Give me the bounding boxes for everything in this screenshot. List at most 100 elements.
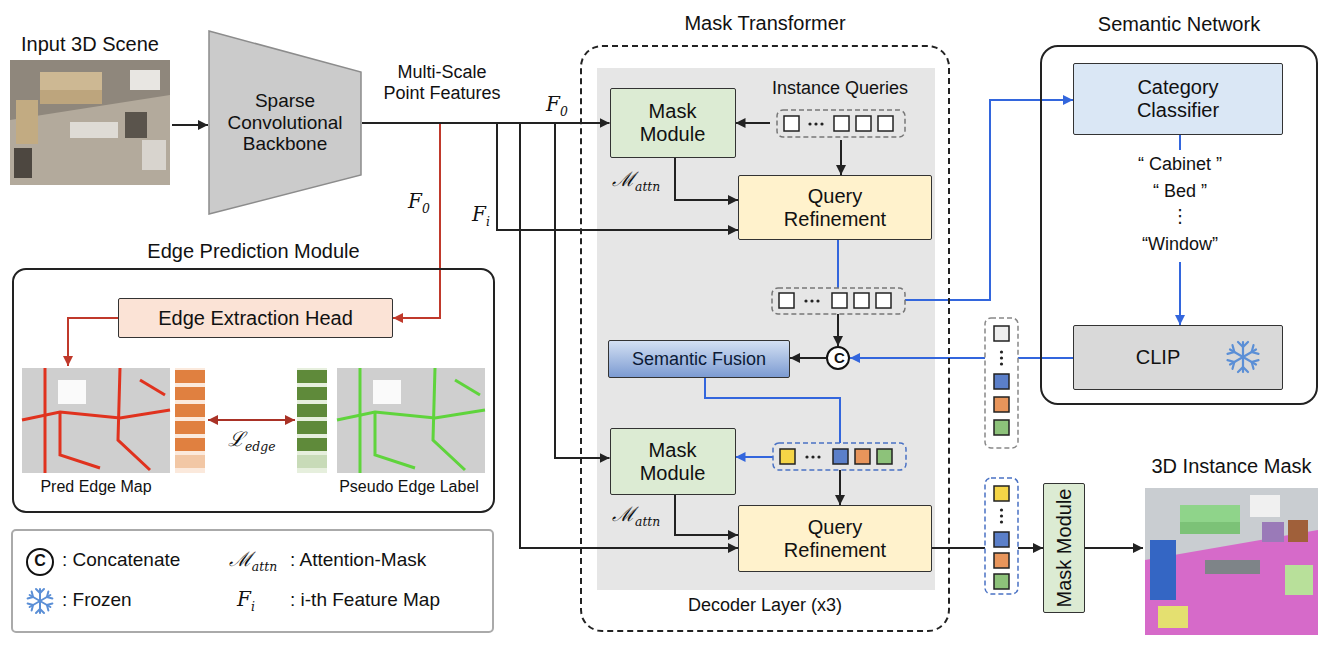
backbone-trapezoid: Sparse Convolutional Backbone	[208, 30, 362, 215]
text-holder: 3D Instance Mask	[1143, 455, 1320, 478]
decoder-panel	[597, 68, 935, 590]
instance-query-row	[814, 122, 817, 125]
fused-query-row	[780, 449, 795, 464]
connector-arrow	[1085, 547, 1143, 549]
text-embedding-column	[994, 374, 1009, 389]
math-subscript: i	[251, 599, 255, 614]
node-label: C	[834, 349, 842, 366]
pseudo-edge-stripes	[297, 404, 327, 417]
instance-query-row	[808, 122, 811, 125]
pseudo-edge-stripes	[297, 370, 327, 383]
node-heading: Input 3D Scene	[8, 33, 172, 56]
fused-query-row	[817, 455, 820, 458]
legend-text: : Concatenate	[62, 549, 180, 571]
edge-label: ℒedge	[228, 428, 276, 454]
connector-arrow	[675, 158, 738, 200]
text-embedding-column	[985, 318, 1018, 448]
snowflake-icon	[28, 592, 53, 611]
fused-query-row	[780, 449, 892, 464]
text-holder: Mask Transformer	[582, 12, 948, 35]
pseudo-edge-image	[337, 368, 485, 473]
text-holder: C	[834, 349, 842, 366]
text-holder: Pred Edge Map	[20, 478, 172, 496]
instance-mask-image	[1145, 488, 1318, 635]
refined-query-row	[876, 293, 891, 308]
process-box: Mask Module	[1043, 483, 1085, 613]
text-embedding-column	[985, 318, 1018, 448]
refined-query-row	[779, 293, 794, 308]
pseudo-edge-image	[455, 380, 480, 395]
text-label: C	[30, 552, 50, 570]
instance-query-row	[784, 116, 799, 131]
process-box: Mask Module	[610, 428, 736, 495]
math-subscript: 0	[560, 104, 568, 119]
text-label: Multi-Scale Point Features	[378, 62, 506, 103]
node-heading: 3D Instance Mask	[1143, 455, 1320, 478]
text-embedding-column	[1000, 350, 1003, 353]
node-label: Category Classifier	[1118, 76, 1238, 122]
pseudo-edge-stripes	[297, 438, 327, 451]
text-holder: Edge Extraction Head	[158, 307, 353, 330]
node-label: Query Refinement	[775, 516, 895, 562]
text-label: “ Bed ”	[1100, 181, 1260, 202]
pred-edge-stripes	[175, 438, 205, 451]
node-label: Query Refinement	[775, 185, 895, 231]
snowflake-icon	[36, 589, 44, 613]
process-box: Edge Extraction Head	[118, 298, 393, 338]
text-holder: Pseudo Edge Label	[333, 478, 485, 496]
snowflake-icon	[1238, 342, 1248, 372]
label-holder: “Window”	[1100, 234, 1260, 255]
connector-arrow	[68, 318, 118, 366]
refined-query-row	[832, 293, 847, 308]
fused-query-row	[877, 449, 892, 464]
output-query-column	[1000, 514, 1003, 517]
snowflake-icon	[1228, 345, 1259, 369]
legend-text: : Frozen	[62, 589, 132, 611]
legend-holder: : Frozen	[62, 589, 132, 611]
text-embedding-column	[994, 326, 1009, 341]
node-label: Semantic Fusion	[632, 349, 766, 370]
text-embedding-column	[994, 326, 1009, 435]
edge-map: Pseudo Edge Label	[295, 366, 487, 501]
text-holder: Input 3D Scene	[8, 33, 172, 56]
edge-label-holder: Fi	[472, 203, 490, 229]
instance-mask-image	[1262, 522, 1284, 542]
instance-mask-image	[1180, 522, 1240, 534]
label-holder: “ Cabinet ”	[1100, 154, 1260, 175]
label-holder: ⋮	[1100, 206, 1260, 227]
pred-edge-image	[22, 368, 170, 473]
transformer-frame: Mask TransformerDecoder Layer (x3)Mask M…	[580, 45, 950, 632]
node-label: Edge Extraction Head	[158, 307, 353, 330]
pseudo-edge-stripes	[297, 387, 327, 400]
edge-map: Pred Edge Map	[20, 366, 208, 501]
query-set: Instance Queries	[770, 78, 910, 140]
instance-mask-image	[1150, 540, 1176, 600]
pred-edge-stripes	[175, 387, 205, 400]
snowflake-icon	[39, 589, 41, 613]
snowflake-icon	[28, 592, 53, 611]
scene-image	[16, 100, 38, 144]
snowflake-icon	[28, 589, 53, 613]
pred-edge-stripes	[175, 421, 205, 434]
process-box: Mask Module	[610, 88, 736, 158]
scene-image	[10, 95, 170, 185]
edge-label-holder: ℳattn	[612, 503, 660, 529]
text-holder: Semantic Network	[1042, 13, 1316, 36]
node-heading: Mask Transformer	[582, 12, 948, 35]
fused-query-row	[855, 449, 870, 464]
text-holder: Mask Module	[618, 439, 728, 485]
snowflake-icon	[1228, 345, 1259, 369]
scene-image	[130, 70, 160, 90]
edge-label-holder: ℒedge	[228, 428, 276, 454]
edge-label-holder: ℳattn	[612, 168, 660, 194]
node-label: Mask Module	[1053, 489, 1076, 608]
instance-query-row	[834, 116, 849, 131]
legend-text: : Attention-Mask	[290, 549, 426, 571]
math-subscript: i	[486, 214, 490, 229]
edge-label-holder: F0	[546, 93, 568, 119]
output-query-column	[994, 486, 1009, 501]
pred-edge-stripes	[175, 368, 205, 473]
pred-edge-image	[22, 368, 170, 473]
instance-query-row	[784, 116, 893, 131]
output-query-column	[994, 532, 1009, 547]
